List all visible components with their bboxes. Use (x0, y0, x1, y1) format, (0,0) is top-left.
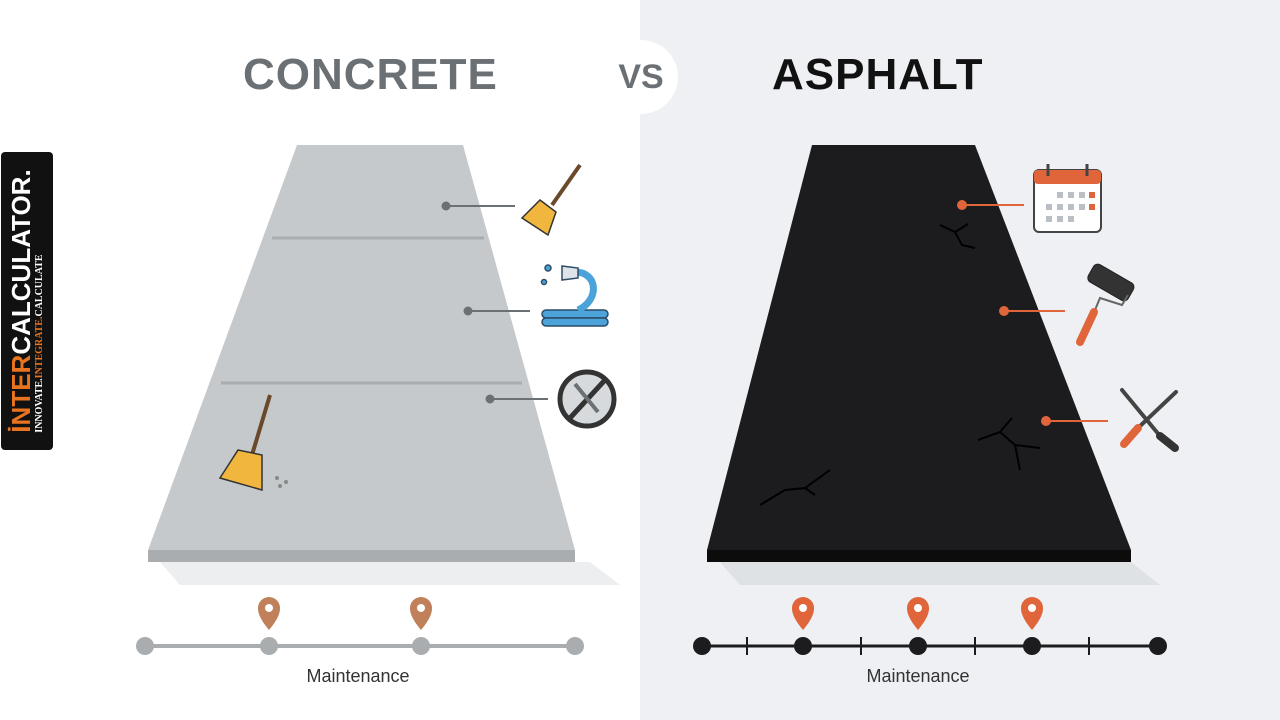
logo-tag-innovate: INNOVATE. (34, 378, 45, 433)
concrete-slab-edge (148, 550, 575, 562)
map-pin-icon (258, 597, 280, 630)
asphalt-slab-shadow (720, 562, 1160, 585)
timeline-dot (909, 637, 927, 655)
intercalculator-logo: İNTERCALCULATOR. INNOVATE.INTEGRATE.CALC… (1, 152, 53, 450)
asphalt-timeline (693, 597, 1167, 655)
logo-accent: İ (6, 425, 36, 433)
logo-inter: NTER (6, 354, 36, 426)
concrete-slab-shadow (160, 562, 620, 585)
calendar-icon (1033, 164, 1102, 233)
asphalt-slab-edge (707, 550, 1131, 562)
concrete-timeline-label: Maintenance (306, 666, 410, 686)
asphalt-title: ASPHALT (772, 50, 984, 99)
logo-calculator: CALCULATOR. (6, 169, 36, 355)
timeline-dot (136, 637, 154, 655)
timeline-dot (412, 637, 430, 655)
asphalt-callout (957, 200, 1108, 426)
map-pin-icon (410, 597, 432, 630)
timeline-dot (566, 637, 584, 655)
vs-badge: VS (604, 40, 678, 114)
concrete-timeline (136, 597, 584, 655)
concrete-callout (441, 201, 548, 404)
crack-icon (759, 223, 1041, 506)
timeline-dot (1023, 637, 1041, 655)
paint-roller-icon (1076, 263, 1135, 346)
tools-icon (1120, 388, 1179, 452)
asphalt-slab (707, 145, 1131, 550)
map-pin-icon (907, 597, 929, 630)
hose-icon (540, 264, 609, 327)
timeline-dot (794, 637, 812, 655)
logo-tag-integrate: INTEGRATE. (34, 316, 45, 379)
timeline-dot (260, 637, 278, 655)
broom-icon (520, 163, 582, 237)
broom-sweeping-icon (218, 394, 288, 491)
logo-tag-calculate: CALCULATE (34, 254, 45, 317)
timeline-dot (693, 637, 711, 655)
concrete-title: CONCRETE (243, 50, 498, 99)
asphalt-timeline-label: Maintenance (866, 666, 970, 686)
timeline-dot (1149, 637, 1167, 655)
no-repair-icon (557, 369, 617, 429)
map-pin-icon (1021, 597, 1043, 630)
map-pin-icon (792, 597, 814, 630)
